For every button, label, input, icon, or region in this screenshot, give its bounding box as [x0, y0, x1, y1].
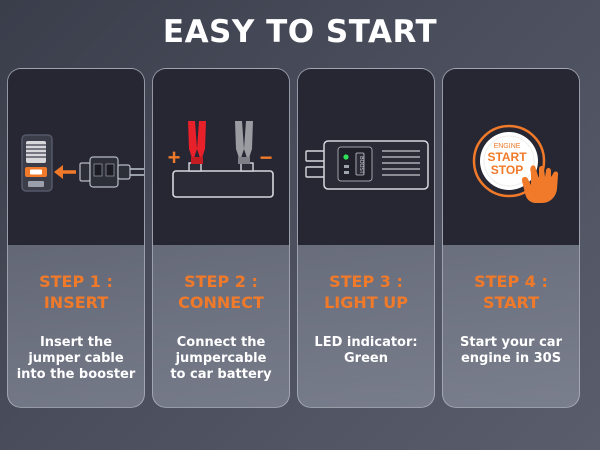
step-1-description: Insert the jumper cable into the booster [12, 335, 140, 383]
step-4-description: Start your car engine in 30S [447, 335, 575, 367]
step-1-desc-line-2: jumper cable [28, 351, 124, 366]
step-2-desc-line-3: to car battery [170, 367, 272, 382]
minus-sign: − [260, 145, 273, 170]
engine-label: ENGINE [494, 143, 521, 150]
step-3-desc-line-2: Green [344, 351, 388, 366]
step-3-label: STEP 3 : [329, 272, 403, 291]
step-3-action: LIGHT UP [324, 293, 408, 312]
plus-sign: + [168, 145, 181, 170]
step-1-image [8, 69, 144, 245]
step-4-label: STEP 4 : [474, 272, 548, 291]
step-1-desc-line-3: into the booster [16, 367, 136, 382]
hand-icon [521, 165, 559, 203]
step-2-desc-line-1: Connect the [176, 335, 266, 350]
battery-clamps-icon: + − [168, 121, 274, 198]
step-1-title: STEP 1 : INSERT [8, 271, 144, 313]
step-4-action: START [482, 293, 540, 312]
step-1-action: INSERT [43, 293, 109, 312]
step-3-title: STEP 3 : LIGHT UP [298, 271, 434, 313]
step-2-description: Connect the jumpercable to car battery [157, 335, 285, 383]
step-card-3: BOOST STEP 3 : LIGHT UP LED indicator: G… [297, 68, 435, 408]
step-card-4: ENGINE START STOP STEP 4 : START Start y… [442, 68, 580, 408]
step-2-image: + − [153, 69, 289, 245]
start-label: START [487, 150, 527, 164]
booster-insert-icon [21, 134, 144, 192]
step-1-label: STEP 1 : [39, 272, 113, 291]
step-4-desc-line-2: engine in 30S [460, 351, 562, 366]
stop-label: STOP [491, 163, 523, 177]
step-2-title: STEP 2 : CONNECT [153, 271, 289, 313]
step-card-1: STEP 1 : INSERT Insert the jumper cable … [7, 68, 145, 408]
step-2-desc-line-2: jumpercable [175, 351, 267, 366]
step-1-desc-line-1: Insert the [39, 335, 113, 350]
step-2-action: CONNECT [178, 293, 264, 312]
step-3-desc-line-1: LED indicator: [314, 335, 418, 350]
step-3-description: LED indicator: Green [302, 335, 430, 367]
clamp-module-led-icon: BOOST [305, 140, 429, 190]
step-card-2: + − STEP 2 : CONNECT Connect the jumperc… [152, 68, 290, 408]
step-4-desc-line-1: Start your car [460, 335, 562, 350]
step-3-image: BOOST [298, 69, 434, 245]
step-4-title: STEP 4 : START [443, 271, 579, 313]
step-4-image: ENGINE START STOP [443, 69, 579, 245]
boost-label: BOOST [358, 156, 364, 174]
engine-start-button-icon: ENGINE START STOP [472, 124, 559, 203]
page-title: EASY TO START [162, 14, 438, 50]
step-2-label: STEP 2 : [184, 272, 258, 291]
